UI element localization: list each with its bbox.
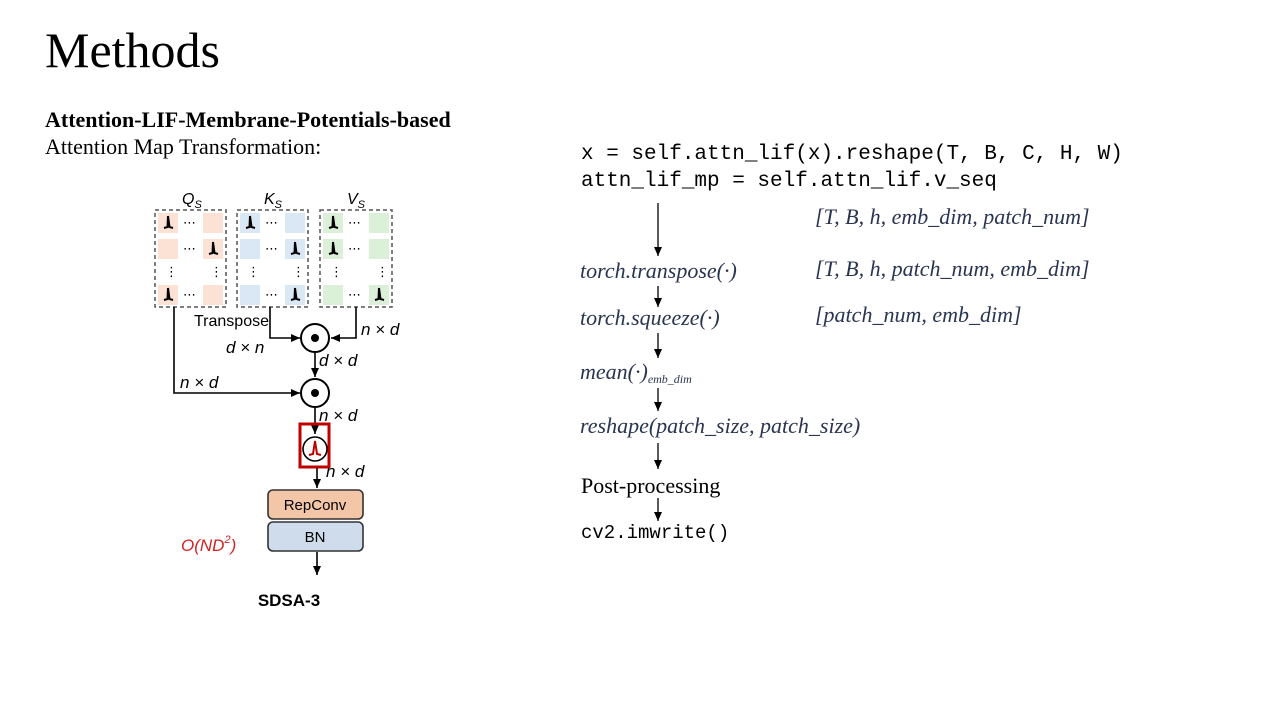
- svg-text:⋮: ⋮: [210, 264, 223, 279]
- repconv-label: RepConv: [284, 497, 347, 514]
- q-matrix: ⋯ ⋯ ⋯ ⋮ ⋮: [154, 209, 227, 308]
- v-matrix: ⋯ ⋯ ⋯ ⋮ ⋮: [319, 209, 393, 308]
- shape-label-1: [T, B, h, emb_dim, patch_num]: [815, 204, 1090, 229]
- q-label: QS: [182, 191, 202, 211]
- k-matrix: ⋯ ⋯ ⋯ ⋮ ⋮: [236, 209, 309, 308]
- flow-step-reshape: reshape(patch_size, patch_size): [580, 413, 861, 438]
- spike-neuron-icon: [308, 440, 322, 456]
- flow-step-imwrite: cv2.imwrite(): [581, 522, 730, 544]
- slide-title: Methods: [45, 22, 220, 78]
- svg-text:⋮: ⋮: [165, 264, 178, 279]
- highlight-box: [298, 422, 331, 469]
- svg-text:⋯: ⋯: [183, 241, 196, 256]
- complexity-label: O(ND2): [181, 534, 236, 555]
- dim-label-dxn: d × n: [226, 338, 264, 357]
- svg-text:⋯: ⋯: [348, 241, 361, 256]
- svg-text:⋯: ⋯: [183, 287, 196, 302]
- dim-label-dxd: d × d: [319, 351, 358, 370]
- code-line-1: x = self.attn_lif(x).reshape(T, B, C, H,…: [581, 143, 1123, 166]
- svg-text:⋯: ⋯: [348, 287, 361, 302]
- flow-step-squeeze: torch.squeeze(·): [580, 305, 720, 330]
- svg-text:⋮: ⋮: [247, 264, 260, 279]
- k-label: KS: [264, 191, 283, 211]
- flow-step-transpose: torch.transpose(·): [580, 258, 737, 283]
- dim-label-nxd-v: n × d: [361, 320, 400, 339]
- transpose-label: Transpose: [194, 313, 269, 330]
- spike-neuron-node: [302, 436, 328, 462]
- svg-text:⋮: ⋮: [330, 264, 343, 279]
- dim-label-nxd-q: n × d: [180, 373, 219, 392]
- svg-text:⋮: ⋮: [376, 264, 389, 279]
- bn-block: [267, 521, 364, 552]
- v-label: VS: [347, 191, 366, 211]
- svg-text:⋯: ⋯: [348, 215, 361, 230]
- svg-text:⋯: ⋯: [265, 241, 278, 256]
- shape-label-3: [patch_num, emb_dim]: [815, 302, 1022, 327]
- repconv-block: [267, 489, 364, 520]
- bn-label: BN: [305, 529, 326, 546]
- mean-subscript: emb_dim: [647, 372, 692, 386]
- dim-label-nxd-3: n × d: [326, 462, 365, 481]
- svg-text:⋯: ⋯: [265, 287, 278, 302]
- shape-label-2: [T, B, h, patch_num, emb_dim]: [815, 256, 1090, 281]
- diagram-connectors: [173, 307, 357, 575]
- slide-subtitle: Attention Map Transformation:: [45, 134, 322, 159]
- svg-text:⋯: ⋯: [265, 215, 278, 230]
- slide-subtitle-bold: Attention-LIF-Membrane-Potentials-based: [45, 107, 451, 132]
- flow-step-postprocessing: Post-processing: [581, 473, 721, 498]
- dim-label-nxd-2: n × d: [319, 406, 358, 425]
- svg-text:⋯: ⋯: [183, 215, 196, 230]
- svg-text:⋮: ⋮: [292, 264, 305, 279]
- code-line-2: attn_lif_mp = self.attn_lif.v_seq: [581, 170, 997, 193]
- figure-caption: SDSA-3: [258, 591, 320, 610]
- flow-step-mean: mean(·)emb_dim: [580, 359, 692, 386]
